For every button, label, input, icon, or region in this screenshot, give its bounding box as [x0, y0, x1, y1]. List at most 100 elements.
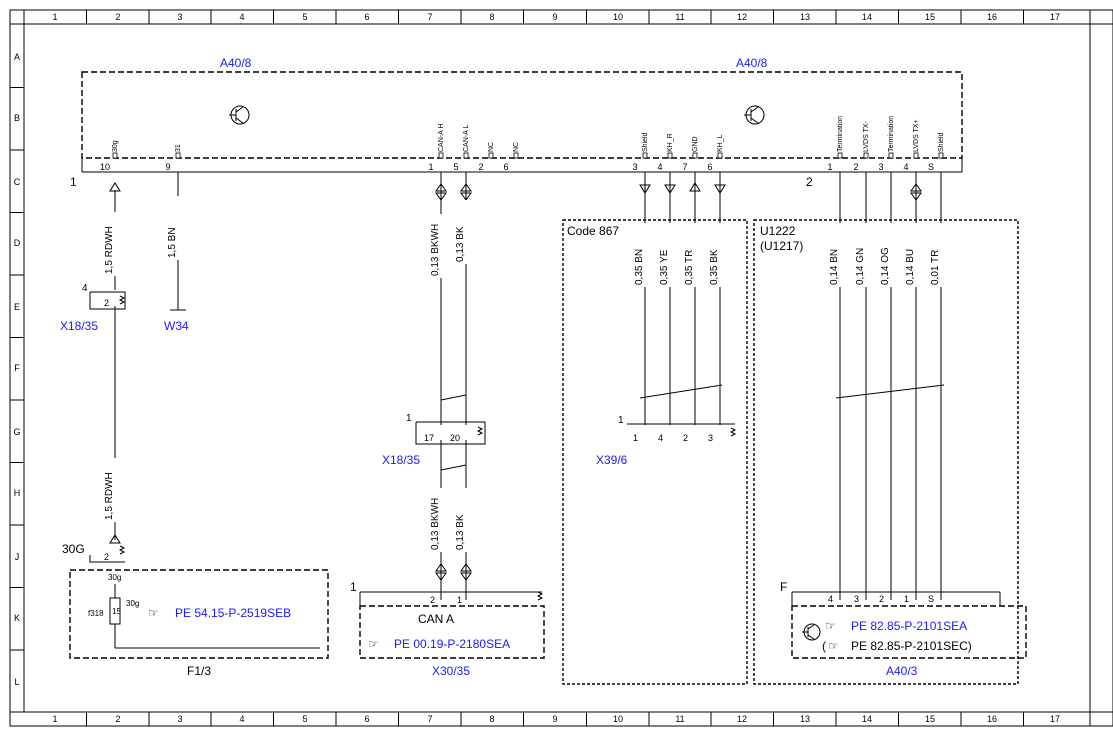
reference-link[interactable]: PE 54.15-P-2519SEB	[175, 606, 291, 620]
component-label: X30/35	[432, 664, 470, 678]
wire-label: 0,14 OG	[880, 247, 891, 285]
wire-label: 0,13 BKWH	[430, 498, 441, 550]
connector-pin: 2	[104, 298, 109, 308]
module-pin-name: CAN-A H	[438, 124, 445, 152]
module-pin-name: NC	[513, 142, 520, 152]
module-pin-number: 10	[100, 162, 110, 172]
module-pin-number: 1	[428, 162, 433, 172]
connector-pin: S	[928, 594, 934, 604]
grid-column-label: 17	[1050, 714, 1060, 724]
module-pin-contact	[913, 152, 919, 159]
component-label: A40/3	[886, 664, 918, 678]
connector-pin: 4	[658, 433, 663, 443]
module-pin-name: 30g	[112, 140, 119, 152]
wire-label-bg	[458, 200, 468, 264]
connector-pin: 2	[104, 552, 109, 562]
connector-pin: 20	[450, 433, 460, 443]
grid-column-label: 2	[115, 714, 120, 724]
grid-column-label: 1	[52, 714, 57, 724]
connector-side: 1	[350, 580, 357, 594]
component-f1-3: 30G 2 30g f318 15 30g ☞ PE 54.15-P-2519S…	[62, 542, 329, 678]
grid-column-label: 11	[675, 714, 684, 724]
wire-label-bg	[883, 223, 893, 287]
wire-label-bg	[170, 196, 180, 260]
module-pin-contact	[938, 152, 944, 159]
connector-label: X18/35	[382, 453, 420, 467]
connector-side: 4	[82, 283, 88, 294]
reference-link[interactable]: PE 82.85-P-2101SEC)	[851, 639, 972, 653]
wire-label-bg	[637, 223, 647, 287]
module-pin-name: Termination	[888, 116, 895, 152]
grid-column-label: 6	[364, 12, 369, 22]
reference-link[interactable]: PE 82.85-P-2101SEA	[851, 619, 967, 633]
grid-column-label: 16	[987, 714, 997, 724]
hand-pointer-icon: ☞	[828, 639, 839, 653]
grid-column-label: 5	[302, 714, 307, 724]
wire-label-bg	[433, 488, 443, 552]
module-pin-contact	[175, 152, 181, 159]
grid-column-label: 12	[737, 714, 747, 724]
wire-label-bg	[662, 223, 672, 287]
grid-column-label: 1	[52, 12, 57, 22]
grid-column-label: 2	[115, 12, 120, 22]
module-pin-name: KH_R	[667, 133, 674, 152]
wire-label: 0,35 YE	[659, 249, 670, 285]
grid-column-label: 11	[675, 12, 684, 22]
hand-pointer-icon: ☞	[148, 606, 159, 620]
grid-column-label: 8	[489, 12, 494, 22]
grid-column-label: 13	[800, 12, 810, 22]
module-label-right: A40/8	[736, 56, 768, 70]
grid-column-label: 3	[177, 12, 182, 22]
grid-column-label: 9	[552, 12, 557, 22]
grid-column-label: 15	[925, 714, 935, 724]
connector-side: 1	[618, 415, 624, 426]
module-pin-name: NC	[488, 142, 495, 152]
module-pin-name: Shield	[642, 132, 649, 152]
ground-label-w34: W34	[164, 319, 189, 333]
region-u1222: U1222 (U1217)	[753, 219, 1019, 685]
grid-column-label: 17	[1050, 12, 1060, 22]
module-pin-number: 1	[827, 162, 832, 172]
wire-label: 1,5 RDWH	[104, 472, 115, 520]
wire-label: 0,35 BN	[634, 249, 645, 285]
wire-label-bg	[712, 223, 722, 287]
module-pin-name: Shield	[938, 132, 945, 152]
wire-label: 1,5 BN	[167, 227, 178, 258]
transistor-icon	[802, 623, 821, 641]
region-code-867: Code 867	[562, 219, 748, 685]
wire-label-bg	[908, 223, 918, 287]
module-pin-name: KH_L	[717, 134, 724, 152]
module-pin-number: 2	[478, 162, 483, 172]
connector-pin: 17	[424, 433, 434, 443]
connector-pin: 3	[708, 433, 713, 443]
module-pin-contact	[717, 152, 723, 159]
module-label-left: A40/8	[220, 56, 252, 70]
grid-column-label: 10	[613, 714, 623, 724]
connector-pin: 2	[430, 595, 435, 605]
module-pin-name: GND	[692, 136, 699, 152]
grid-column-label: 5	[302, 12, 307, 22]
connector-side: F	[780, 580, 787, 594]
hand-pointer-icon: ☞	[825, 619, 836, 633]
region-label: (U1217)	[760, 239, 803, 253]
grid-row-label: B	[14, 113, 20, 123]
module-pin-number: 6	[503, 162, 508, 172]
wire-label-bg	[107, 458, 117, 522]
grid-column-label: 8	[489, 714, 494, 724]
region-label: U1222	[760, 224, 796, 238]
transistor-icon	[744, 105, 765, 125]
grid-row-label: A	[14, 52, 20, 62]
grid-row-label: H	[14, 488, 21, 498]
module-pin-number: 3	[632, 162, 637, 172]
connector-x39-6: 1 1 4 2 3 X39/6	[596, 415, 737, 467]
grid-column-label: 13	[800, 714, 810, 724]
grid-row-label: D	[14, 238, 21, 248]
grid-column-label: 14	[862, 714, 872, 724]
grid-row-label: G	[13, 427, 20, 437]
module-side-right: 2	[806, 175, 813, 189]
grid-column-label: 9	[552, 714, 557, 724]
reference-link[interactable]: PE 00.19-P-2180SEA	[394, 637, 510, 651]
